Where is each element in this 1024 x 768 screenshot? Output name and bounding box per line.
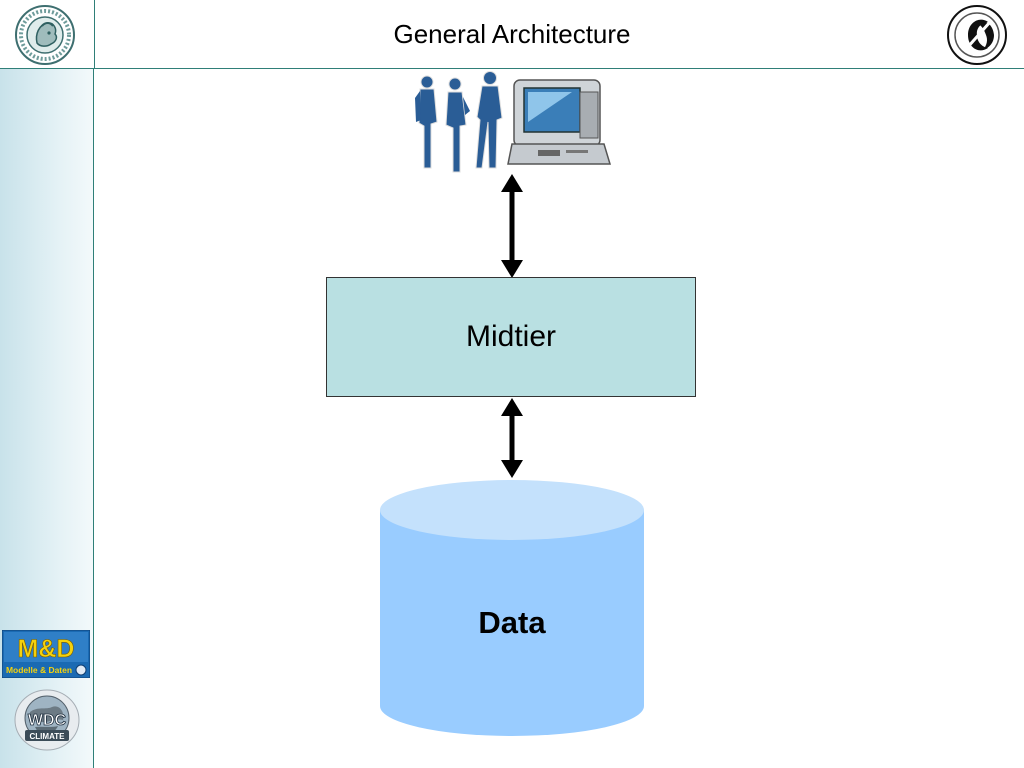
bidirectional-arrow-midtier-data <box>498 398 526 478</box>
wdc-logo-sub-text: CLIMATE <box>30 732 66 741</box>
mpg-minerva-logo-icon <box>14 4 76 66</box>
header-divider <box>0 68 1024 69</box>
data-label: Data <box>478 605 546 640</box>
page-title: General Architecture <box>393 18 631 49</box>
wdc-logo-main-text: WDC <box>28 712 67 729</box>
md-logo-main-text: M&D <box>18 635 75 663</box>
dkrz-logo-icon <box>946 4 1008 66</box>
md-logo: M&D Modelle & Daten <box>1 629 91 679</box>
midtier-box: Midtier <box>326 277 696 397</box>
wdc-climate-logo: WDC CLIMATE <box>10 688 84 752</box>
midtier-label: Midtier <box>465 320 556 353</box>
md-logo-sub-text: Modelle & Daten <box>6 665 72 675</box>
users-and-computer-icon <box>410 70 616 176</box>
bidirectional-arrow-users-midtier <box>498 174 526 278</box>
data-cylinder <box>378 478 646 740</box>
